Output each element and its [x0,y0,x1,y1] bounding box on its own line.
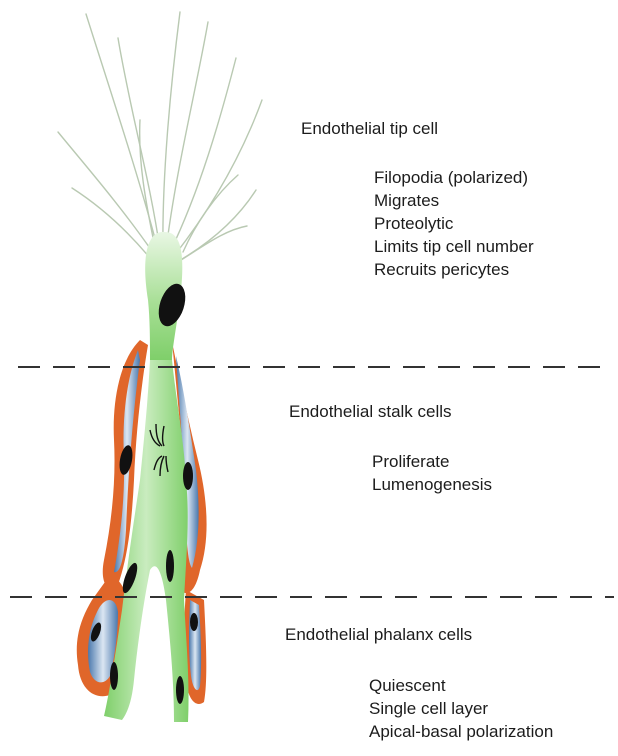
list-item: Proliferate [372,450,492,473]
filopodia [58,12,262,262]
list-item: Filopodia (polarized) [374,166,534,189]
tip-cell-properties: Filopodia (polarized) Migrates Proteolyt… [374,166,534,281]
list-item: Quiescent [369,674,553,697]
list-item: Recruits pericytes [374,258,534,281]
list-item: Proteolytic [374,212,534,235]
list-item: Limits tip cell number [374,235,534,258]
phalanx-cells-title: Endothelial phalanx cells [285,625,472,645]
stalk-cells-title: Endothelial stalk cells [289,402,452,422]
list-item: Migrates [374,189,534,212]
list-item: Lumenogenesis [372,473,492,496]
list-item: Apical-basal polarization [369,720,553,743]
stalk-cells-properties: Proliferate Lumenogenesis [372,450,492,496]
list-item: Single cell layer [369,697,553,720]
phalanx-cells-properties: Quiescent Single cell layer Apical-basal… [369,674,553,743]
tip-cell-title: Endothelial tip cell [301,119,438,139]
